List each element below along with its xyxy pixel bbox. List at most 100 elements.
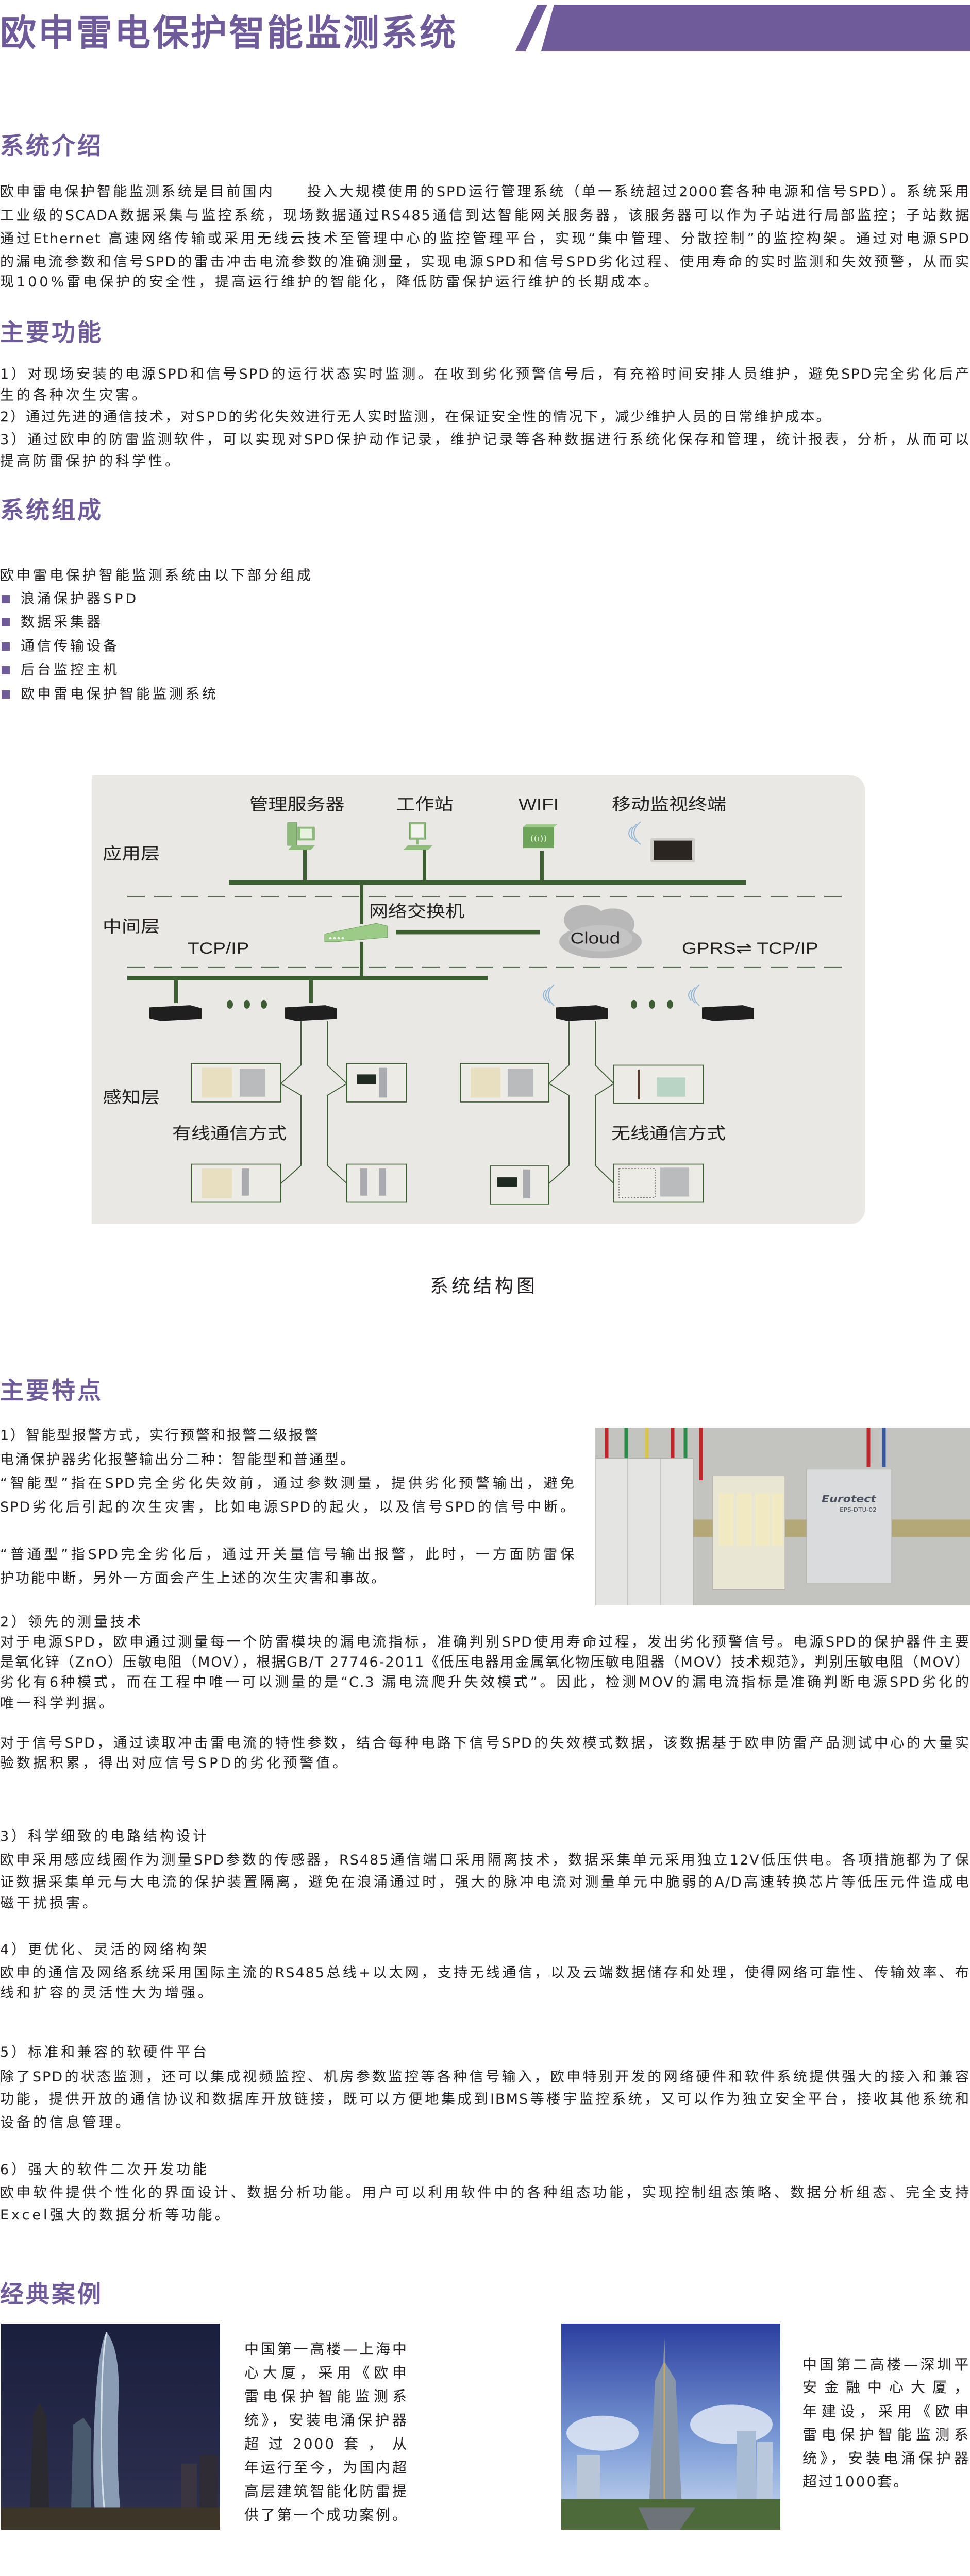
data-collector-icon [285, 1005, 337, 1021]
product-images [202, 1067, 689, 1198]
bus-drop [174, 980, 178, 1003]
case-2-line: 中国第二高楼—深圳平 [802, 2356, 970, 2373]
feature-title: 2）领先的测量技术 [0, 1614, 144, 1630]
bus-drop [303, 850, 307, 880]
application-bus [229, 880, 746, 885]
composition-item: 后台监控主机 [21, 662, 120, 678]
installation-photo: Eurotect EPS-DTU-02 [595, 1428, 970, 1605]
feature-line: “智能型”指在SPD完全劣化失效前，通过参数测量，提供劣化预警输出，避免 [0, 1476, 575, 1492]
label-gprs-tcpip: GPRS⇌ TCP/IP [682, 939, 818, 957]
feature-title: 3）科学细致的电路结构设计 [0, 1828, 210, 1844]
switch-cloud-link [396, 929, 540, 935]
wifi-router-icon: ((ı)) [523, 824, 557, 849]
label-workstation: 工作站 [396, 796, 453, 814]
case-1-line: 供了第一个成功案例。 [244, 2506, 408, 2523]
bullet-square-icon [2, 595, 10, 603]
system-architecture-diagram: 管理服务器 工作站 WIFI 移动监视终端 应用层 中间层 感知层 网络交换机 … [92, 775, 865, 1224]
svg-text:((ı)): ((ı)) [530, 834, 547, 843]
case-1-line: 超过2000套，从2014 [244, 2435, 408, 2452]
feature-title: 6）强大的软件二次开发功能 [0, 2162, 210, 2178]
bus-drop [423, 850, 426, 880]
bus-drop [360, 941, 363, 977]
feature-line: 验数据积累，得出对应信号SPD的劣化预警值。 [0, 1755, 349, 1771]
feature-line: SPD劣化后引起的次生灾害，比如电源SPD的起火，以及信号SPD的信号中断。 [0, 1499, 575, 1515]
feature-line: 对于信号SPD，通过读取冲击雷电流的特性参数，结合每种电路下信号SPD的失效模式… [0, 1735, 970, 1751]
pingan-center-photo [561, 2324, 780, 2530]
feature-line: 磁干扰损害。 [0, 1895, 99, 1911]
feature-line: 对于电源SPD，欧申通过测量每一个防雷模块的漏电流指标，准确判别SPD使用寿命过… [0, 1634, 970, 1650]
bullet-square-icon [2, 618, 10, 626]
bullet-square-icon [2, 666, 10, 674]
feature-line: 线和扩容的灵活性大为增强。 [0, 1985, 214, 2001]
case-1-line: 统》，安装电涌保护器 [244, 2412, 408, 2429]
product-box-signal-spd [346, 1163, 407, 1203]
feature-line: 设备的信息管理。 [0, 2115, 132, 2131]
title-banner [541, 5, 970, 51]
server-icon [287, 822, 315, 850]
feature-line: 劣化有6种模式，而在工程中唯一可以测量的是“C.3 漏电流爬升失效模式”。因此，… [0, 1674, 970, 1690]
sensor-wires [280, 1021, 615, 1184]
case-2-line: 雷电保护智能监测系 [802, 2426, 970, 2443]
feature-line: 护功能中断，另外一方面会产生上述的次生灾害和事故。 [0, 1570, 387, 1586]
network-switch-icon [324, 923, 388, 942]
feature-title: 1）智能型报警方式，实行预警和报警二级报警 [0, 1428, 320, 1444]
feature-title: 5）标准和兼容的软硬件平台 [0, 2044, 210, 2060]
case-2-line: 统》，安装电涌保护器 [802, 2450, 970, 2467]
photo-brand-label: Eurotect [822, 1493, 877, 1504]
bullet-square-icon [2, 642, 10, 651]
label-server: 管理服务器 [249, 796, 345, 814]
function-line: 提高防雷保护的科学性。 [0, 453, 181, 469]
data-collector-icon [702, 1005, 754, 1021]
case-1-line: 高层建筑智能化防雷提 [244, 2483, 408, 2500]
composition-item: 浪涌保护器SPD [21, 591, 139, 607]
label-mobile-terminal: 移动监视终端 [612, 796, 726, 814]
ellipsis-dots [227, 999, 673, 1009]
wireless-signal-icon [543, 984, 700, 1006]
bus-drop [540, 851, 544, 880]
feature-line: 欧申的通信及网络系统采用国际主流的RS485总线+以太网，支持无线通信，以及云端… [0, 1965, 970, 1981]
function-line: 3）通过欧申的防雷监测软件，可以实现对SPD保护动作记录，维护记录等各种数据进行… [0, 432, 970, 448]
feature-line: Excel强大的数据分析等功能。 [0, 2207, 231, 2223]
data-collector-icon [149, 1005, 202, 1021]
bullet-square-icon [2, 690, 10, 699]
case-1-line: 雷电保护智能监测系 [244, 2388, 408, 2405]
title-slash-decoration [515, 5, 547, 51]
section-heading-intro: 系统介绍 [0, 132, 103, 160]
function-line: 生的各种次生灾害。 [0, 387, 148, 403]
composition-item: 数据采集器 [21, 614, 103, 630]
label-wireless-mode: 无线通信方式 [611, 1125, 726, 1143]
feature-line: 电涌保护器劣化报警输出分二种：智能型和普通型。 [0, 1452, 356, 1468]
section-heading-functions: 主要功能 [0, 318, 103, 346]
case-1-line: 中国第一高楼—上海中 [244, 2341, 408, 2358]
shanghai-tower-photo [1, 2324, 220, 2530]
feature-line: “普通型”指SPD完全劣化后，通过开关量信号输出报警，此时，一方面防雷保 [0, 1547, 575, 1563]
feature-line: 欧申软件提供个性化的界面设计、数据分析功能。用户可以利用软件中的各种组态功能，实… [0, 2185, 970, 2201]
label-wifi: WIFI [519, 796, 559, 814]
product-box-grounding-monitor [613, 1163, 704, 1203]
tablet-icon [628, 821, 695, 863]
feature-line: 除了SPD的状态监测，还可以集成视频监控、机房参数监控等各种信号输入，欧申特别开… [0, 2069, 970, 2085]
intro-line: 工业级的SCADA数据采集与监控系统，现场数据通过RS485通信到达智能网关服务… [0, 208, 970, 224]
function-line: 1）对现场安装的电源SPD和信号SPD的运行状态实时监测。在收到劣化预警信号后，… [0, 366, 970, 382]
feature-line: 欧申采用感应线圈作为测量SPD参数的传感器，RS485通信端口采用隔离技术，数据… [0, 1852, 970, 1868]
case-2-line: 安金融中心大厦，2013 [802, 2379, 970, 2396]
intro-line: 欧申雷电保护智能监测系统是目前国内 投入大规模使用的SPD运行管理系统（单一系统… [0, 184, 970, 200]
label-tcpip-left: TCP/IP [188, 939, 249, 957]
layer-label-sensing: 感知层 [103, 1089, 160, 1107]
layer-label-application: 应用层 [103, 845, 160, 863]
feature-line: 唯一科学判据。 [0, 1696, 115, 1711]
section-heading-composition: 系统组成 [0, 496, 103, 524]
feature-title: 4）更优化、灵活的网络构架 [0, 1942, 210, 1958]
feature-line: 是氧化锌（ZnO）压敏电阻（MOV），根据GB/T 27746-2011《低压电… [0, 1654, 970, 1670]
case-2-line: 超过1000套。 [802, 2473, 910, 2490]
data-collector-icon [556, 1005, 608, 1021]
label-network-switch: 网络交换机 [369, 903, 464, 921]
case-2-line: 年建设，采用《欧申 [802, 2403, 970, 2420]
composition-item: 通信传输设备 [21, 638, 120, 654]
feature-line: 功能，提供开放的通信协议和数据库开放链接，既可以方便地集成到IBMS等楼宇监控系… [0, 2091, 970, 2107]
feature-line: 证数据采集单元与大电流的保护装置隔离，避免在浪涌通过时，强大的脉冲电流对测量单元… [0, 1874, 970, 1890]
section-heading-features: 主要特点 [0, 1377, 103, 1404]
diagram-caption: 系统结构图 [430, 1276, 539, 1297]
section-heading-cases: 经典案例 [0, 2280, 103, 2308]
bus-drop [360, 885, 363, 924]
